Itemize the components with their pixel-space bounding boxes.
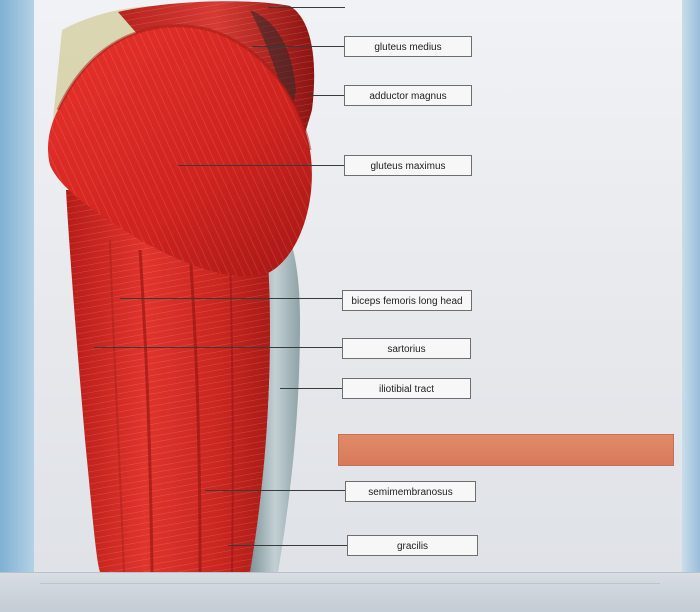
- leader-line-semimembranosus: [205, 490, 345, 491]
- label-biceps-femoris-long-head[interactable]: biceps femoris long head: [342, 290, 472, 311]
- leader-line-sartorius: [94, 347, 342, 348]
- label-sartorius[interactable]: sartorius: [342, 338, 471, 359]
- leader-line-adductor-magnus: [310, 95, 344, 96]
- leader-line-gluteus-maximus: [178, 165, 344, 166]
- label-gluteus-medius[interactable]: gluteus medius: [344, 36, 472, 57]
- screen-bezel-right: [678, 0, 700, 611]
- leader-line-gracilis: [228, 545, 347, 546]
- label-gluteus-maximus[interactable]: gluteus maximus: [344, 155, 472, 176]
- screen-bezel-left: [0, 0, 36, 611]
- iliotibial-tract-band: [250, 200, 300, 572]
- leader-line-iliotibial-tract: [280, 388, 342, 389]
- label-adductor-magnus[interactable]: adductor magnus: [344, 85, 472, 106]
- label-semimembranosus[interactable]: semimembranosus: [345, 481, 476, 502]
- leader-line-biceps-femoris: [120, 298, 342, 299]
- label-iliotibial-tract[interactable]: iliotibial tract: [342, 378, 471, 399]
- bottom-toolbar: [0, 572, 700, 612]
- leader-line-top: [268, 7, 345, 8]
- answer-bank-panel[interactable]: [338, 434, 674, 466]
- leader-line-gluteus-medius: [252, 46, 344, 47]
- label-gracilis[interactable]: gracilis: [347, 535, 478, 556]
- toolbar-divider: [40, 583, 660, 584]
